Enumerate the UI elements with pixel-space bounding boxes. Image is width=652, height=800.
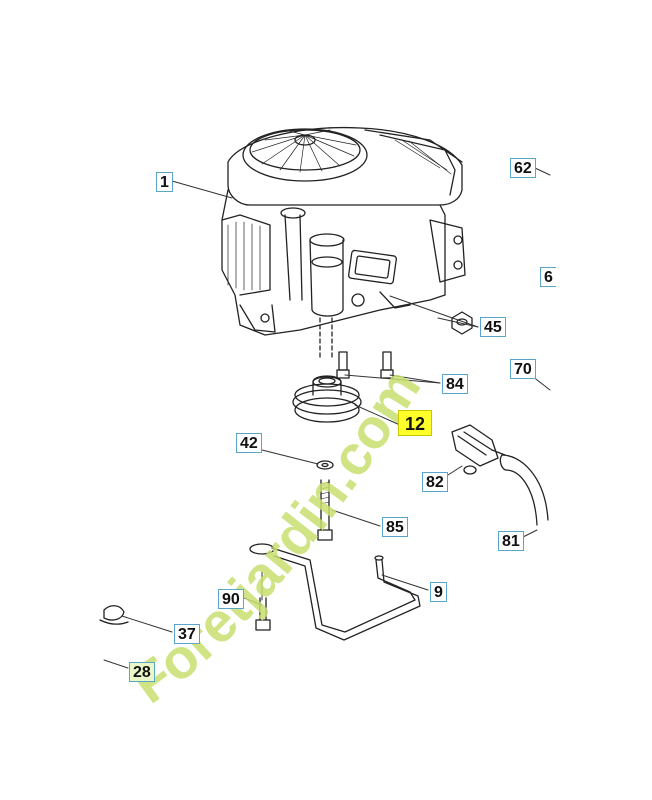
callout-84[interactable]: 84 xyxy=(442,374,468,394)
callout-45[interactable]: 45 xyxy=(480,317,506,337)
engine-drawing xyxy=(221,126,466,361)
callout-81[interactable]: 81 xyxy=(498,531,524,551)
callout-9[interactable]: 9 xyxy=(430,582,447,602)
callout-70[interactable]: 70 xyxy=(510,359,536,379)
callout-28[interactable]: 28 xyxy=(129,662,155,682)
bolt-85-drawing xyxy=(317,479,333,541)
callout-85[interactable]: 85 xyxy=(382,517,408,537)
hose-81-drawing xyxy=(499,454,549,526)
bolts-84-drawing xyxy=(336,351,394,379)
callout-82[interactable]: 82 xyxy=(422,472,448,492)
washer-42-drawing xyxy=(316,460,334,470)
pulley-12-drawing xyxy=(292,375,362,423)
callout-1[interactable]: 1 xyxy=(156,172,173,192)
callout-90[interactable]: 90 xyxy=(218,589,244,609)
bolt-90-drawing xyxy=(255,597,271,631)
callout-42[interactable]: 42 xyxy=(236,433,262,453)
callout-12[interactable]: 12 xyxy=(398,410,433,436)
callout-62[interactable]: 62 xyxy=(510,158,536,178)
fuel-filter-82-drawing xyxy=(451,424,506,475)
leader-lines xyxy=(103,167,551,669)
rod-9-drawing xyxy=(249,543,421,641)
callout-37[interactable]: 37 xyxy=(174,624,200,644)
clip-37-drawing xyxy=(99,605,129,625)
callout-6[interactable]: 6 xyxy=(540,267,556,287)
